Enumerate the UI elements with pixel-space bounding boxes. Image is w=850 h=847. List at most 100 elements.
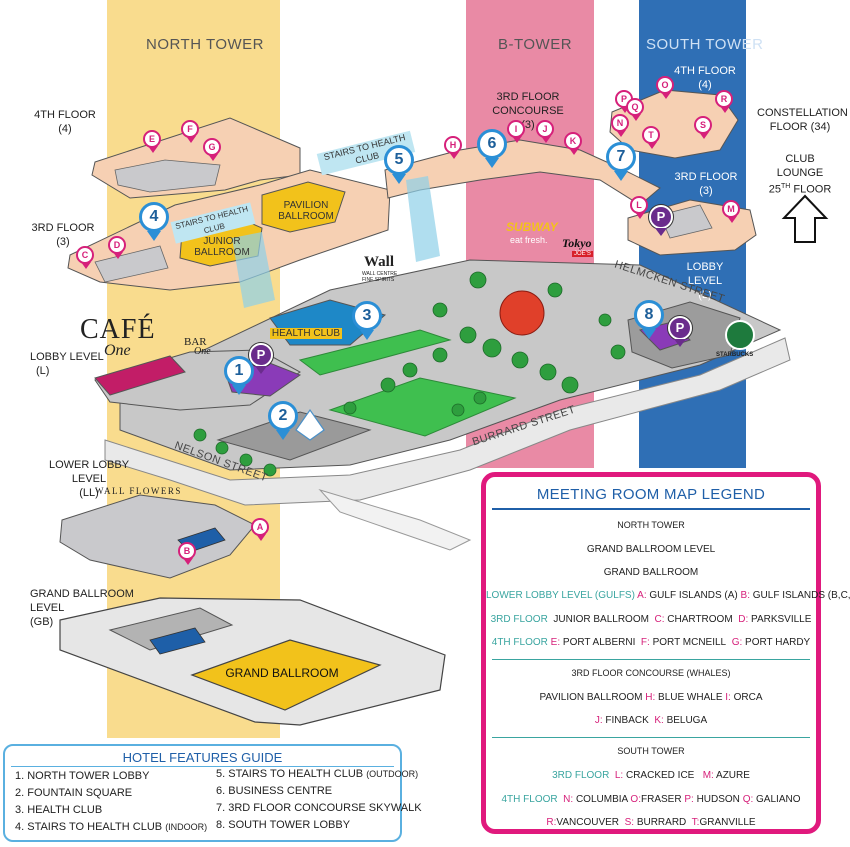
feature-marker-4[interactable]: 4 bbox=[139, 202, 169, 241]
hotel-features-guide: HOTEL FEATURES GUIDE 1. NORTH TOWER LOBB… bbox=[3, 744, 422, 842]
feature-marker-5[interactable]: 5 bbox=[384, 145, 414, 184]
room-pin-j[interactable]: J bbox=[536, 120, 554, 143]
cafe-one-brand: CAFÉ bbox=[80, 314, 156, 345]
feature-item-8: 8. SOUTH TOWER LOBBY bbox=[216, 819, 351, 831]
feature-marker-6[interactable]: 6 bbox=[477, 129, 507, 168]
feature-item-5: 5. STAIRS TO HEALTH CLUB (OUTDOOR) bbox=[216, 768, 419, 780]
legend-finback-row: J: FINBACK K: BELUGA bbox=[594, 715, 708, 726]
b-concourse-label: 3RD FLOOR CONCOURSE (3) bbox=[492, 91, 564, 131]
legend-north-3rd-floor-row: 3RD FLOOR JUNIOR BALLROOM C: CHARTROOM D… bbox=[490, 614, 812, 625]
lower-lobby-plate bbox=[59, 494, 256, 579]
legend-south-tower-heading: SOUTH TOWER bbox=[617, 746, 685, 756]
south-tower-label: SOUTH TOWER bbox=[646, 36, 764, 53]
cafe-one-brand-sub: One bbox=[104, 342, 131, 359]
trees bbox=[193, 271, 626, 477]
legend-title: MEETING ROOM MAP LEGEND bbox=[536, 486, 766, 503]
room-pin-n[interactable]: N bbox=[611, 114, 629, 137]
pavilion-ballroom-shape bbox=[261, 181, 346, 233]
feature-item-3: 3. HEALTH CLUB bbox=[15, 804, 103, 816]
feature-marker-3[interactable]: 3 bbox=[352, 301, 382, 340]
south-3rd-floor-label: 3RD FLOOR (3) bbox=[674, 171, 738, 197]
feature-marker-2[interactable]: 2 bbox=[268, 401, 298, 440]
room-pin-g[interactable]: G bbox=[203, 138, 221, 161]
legend-concourse-heading: 3RD FLOOR CONCOURSE (WHALES) bbox=[571, 668, 731, 678]
feature-item-2: 2. FOUNTAIN SQUARE bbox=[15, 787, 133, 799]
room-pin-c[interactable]: C bbox=[76, 246, 94, 269]
club-lounge-label: CLUB LOUNGE 25TH FLOOR bbox=[768, 153, 832, 196]
b-tower-label: B-TOWER bbox=[498, 36, 573, 53]
north-4th-floor-label: 4TH FLOOR (4) bbox=[34, 109, 96, 135]
subway-brand-sub: eat fresh. bbox=[510, 235, 548, 245]
room-pin-t[interactable]: T bbox=[642, 126, 660, 149]
fountain bbox=[295, 408, 325, 441]
meeting-room-legend: MEETING ROOM MAP LEGEND NORTH TOWER GRAN… bbox=[481, 472, 850, 834]
room-pin-e[interactable]: E bbox=[143, 130, 161, 153]
starbucks-logo bbox=[725, 320, 755, 350]
constellation-floor-label: CONSTELLATION FLOOR (34) bbox=[757, 107, 848, 133]
legend-north-tower-heading: NORTH TOWER bbox=[617, 520, 685, 530]
parking-icon[interactable]: P bbox=[668, 316, 692, 347]
room-pin-q[interactable]: Q bbox=[626, 98, 644, 121]
legend-south-4th-floor-row-2: R:VANCOUVER S: BURRARD T:GRANVILLE bbox=[546, 817, 756, 828]
junior-ballroom-label: JUNIOR BALLROOM bbox=[194, 236, 250, 258]
features-title: HOTEL FEATURES GUIDE bbox=[122, 750, 283, 765]
wall-flowers-brand: WALL FLOWERS bbox=[95, 486, 182, 496]
room-pin-f[interactable]: F bbox=[181, 120, 199, 143]
street-base bbox=[104, 337, 791, 506]
feature-item-1: 1. NORTH TOWER LOBBY bbox=[15, 770, 150, 782]
bar-one-brand-sub: One bbox=[194, 346, 211, 357]
wall-brand: Wall bbox=[364, 254, 395, 270]
legend-grand-ballroom: GRAND BALLROOM bbox=[603, 567, 699, 578]
pavilion-ballroom-label: PAVILION BALLROOM bbox=[278, 200, 334, 222]
legend-title-divider bbox=[492, 508, 810, 510]
room-pin-k[interactable]: K bbox=[564, 132, 582, 155]
feature-marker-7[interactable]: 7 bbox=[606, 142, 636, 181]
north-3rd-floor-room-block bbox=[94, 245, 169, 283]
room-pin-l[interactable]: L bbox=[630, 196, 648, 219]
grand-ballroom-hall bbox=[190, 639, 382, 711]
south-4th-floor-label: 4TH FLOOR (4) bbox=[674, 65, 736, 91]
grand-ballroom-label: GRAND BALLROOM bbox=[225, 666, 339, 680]
club-lounge-up-arrow bbox=[781, 194, 829, 243]
grand-ballroom-stair bbox=[149, 627, 206, 655]
room-pin-h[interactable]: H bbox=[444, 136, 462, 159]
wall-brand-sub: WALL CENTRE FINE SPIRITS bbox=[362, 271, 398, 283]
north-lower-lobby-label: LOWER LOBBY LEVEL (LL) bbox=[48, 459, 130, 499]
room-pin-a[interactable]: A bbox=[251, 518, 269, 541]
features-divider bbox=[11, 766, 394, 767]
red-sculpture bbox=[499, 290, 545, 336]
stairs-outdoor-shaft bbox=[406, 176, 440, 262]
room-pin-b[interactable]: B bbox=[178, 542, 196, 565]
legend-divider bbox=[492, 659, 810, 660]
stairs-indoor-shaft bbox=[232, 232, 275, 308]
subway-brand: SUBWAY bbox=[506, 220, 558, 234]
room-pin-r[interactable]: R bbox=[715, 90, 733, 113]
room-pin-d[interactable]: D bbox=[108, 236, 126, 259]
cafe-one-area bbox=[94, 355, 186, 396]
feature-marker-8[interactable]: 8 bbox=[634, 300, 664, 339]
legend-lower-lobby-row: LOWER LOBBY LEVEL (GULFS) A: GULF ISLAND… bbox=[486, 590, 850, 601]
nelson-street-extension bbox=[318, 489, 472, 551]
tokyo-brand: Tokyo bbox=[562, 236, 592, 250]
south-lobby-level-label: LOBBY LEVEL (L) bbox=[686, 261, 724, 301]
room-pin-i[interactable]: I bbox=[507, 120, 525, 143]
north-3rd-floor-label: 3RD FLOOR (3) bbox=[31, 222, 95, 248]
north-4th-floor-core bbox=[114, 159, 221, 193]
green-strip bbox=[298, 329, 452, 376]
room-pin-o[interactable]: O bbox=[656, 76, 674, 99]
feature-item-6: 6. BUSINESS CENTRE bbox=[216, 785, 333, 797]
legend-divider bbox=[492, 737, 810, 738]
feature-item-4: 4. STAIRS TO HEALTH CLUB (INDOOR) bbox=[15, 821, 208, 833]
health-club-label: HEALTH CLUB bbox=[270, 328, 342, 339]
feature-marker-1[interactable]: 1 bbox=[224, 356, 254, 395]
north-grand-ballroom-level-label: GRAND BALLROOM LEVEL (GB) bbox=[30, 588, 134, 628]
parking-icon[interactable]: P bbox=[649, 205, 673, 236]
legend-south-3rd-floor-row: 3RD FLOOR L: CRACKED ICE M: AZURE bbox=[552, 770, 750, 781]
legend-north-4th-floor-row: 4TH FLOOR E: PORT ALBERNI F: PORT MCNEIL… bbox=[491, 637, 811, 648]
parking-icon[interactable]: P bbox=[249, 343, 273, 374]
room-pin-s[interactable]: S bbox=[694, 116, 712, 139]
legend-pavilion-row: PAVILION BALLROOM H: BLUE WHALE I: ORCA bbox=[539, 692, 763, 703]
north-tower-label: NORTH TOWER bbox=[146, 36, 265, 53]
room-pin-m[interactable]: M bbox=[722, 200, 740, 223]
tokyo-brand-sub: JOE'S bbox=[572, 251, 593, 257]
